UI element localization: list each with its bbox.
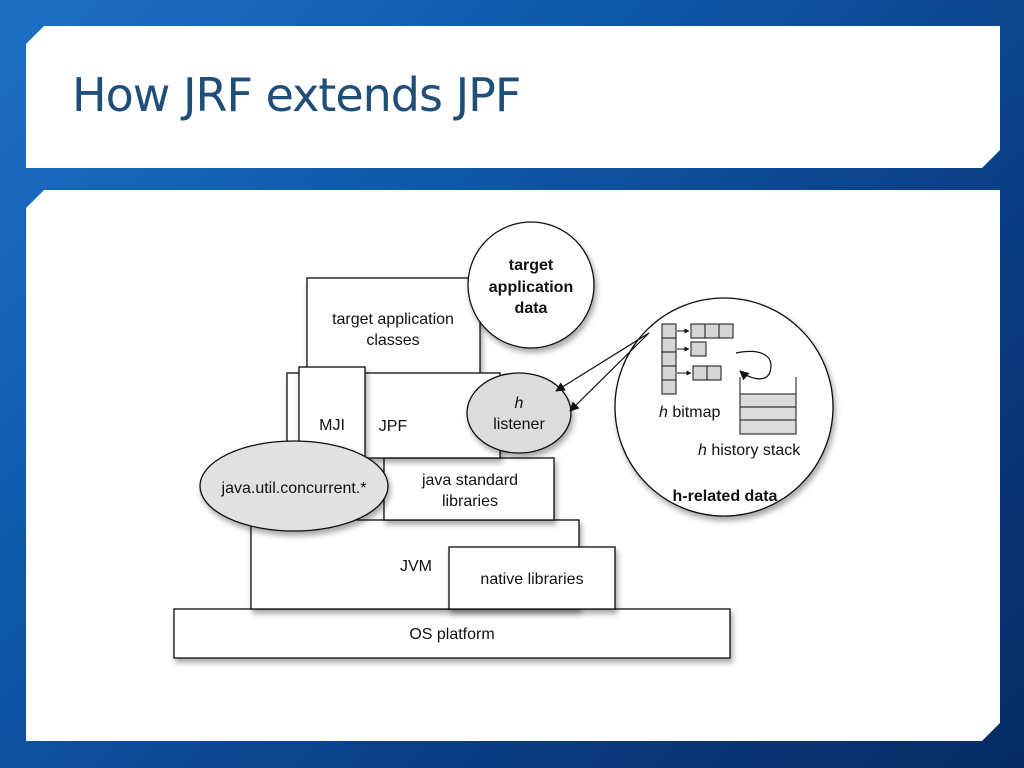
h-related-data-label: h-related data: [673, 488, 778, 505]
target-app-data-line1: target: [509, 257, 554, 274]
bitmap-icon: [661, 323, 734, 395]
slide-title: How JRF extends JPF: [72, 68, 521, 122]
history-stack-icon: [735, 350, 797, 435]
h-bitmap-label: h bitmap: [659, 404, 720, 421]
target-app-classes-box: target application classes: [306, 277, 481, 377]
os-platform-box: OS platform: [173, 608, 731, 659]
title-panel: [26, 26, 1000, 168]
java-util-concurrent-label: java.util.concurrent.*: [221, 480, 367, 497]
h-related-data-circle: h bitmap h history stack h-related data: [614, 297, 834, 517]
java-std-libs-line1: java standard: [421, 472, 518, 489]
mji-label: MJI: [319, 417, 345, 434]
target-app-classes-line1: target application: [332, 311, 454, 328]
native-libraries-label: native libraries: [480, 571, 583, 588]
java-standard-libraries-box: java standard libraries: [383, 457, 555, 521]
h-history-stack-label: h history stack: [698, 442, 801, 459]
native-libraries-box: native libraries: [448, 546, 616, 610]
h-listener-ellipse: h listener: [466, 372, 572, 454]
h-listener-h: h: [515, 395, 524, 412]
target-app-data-line3: data: [515, 300, 548, 317]
listener-data-connector: [555, 332, 650, 412]
java-std-libs-line2: libraries: [442, 493, 498, 510]
target-app-data-circle: target application data: [467, 221, 595, 349]
target-app-classes-line2: classes: [366, 332, 419, 349]
jvm-label: JVM: [400, 558, 432, 575]
jpf-label: JPF: [379, 418, 408, 435]
h-listener-label: listener: [493, 416, 545, 433]
os-platform-label: OS platform: [409, 626, 494, 643]
target-app-data-line2: application: [489, 279, 573, 296]
java-util-concurrent-ellipse: java.util.concurrent.*: [199, 440, 389, 532]
